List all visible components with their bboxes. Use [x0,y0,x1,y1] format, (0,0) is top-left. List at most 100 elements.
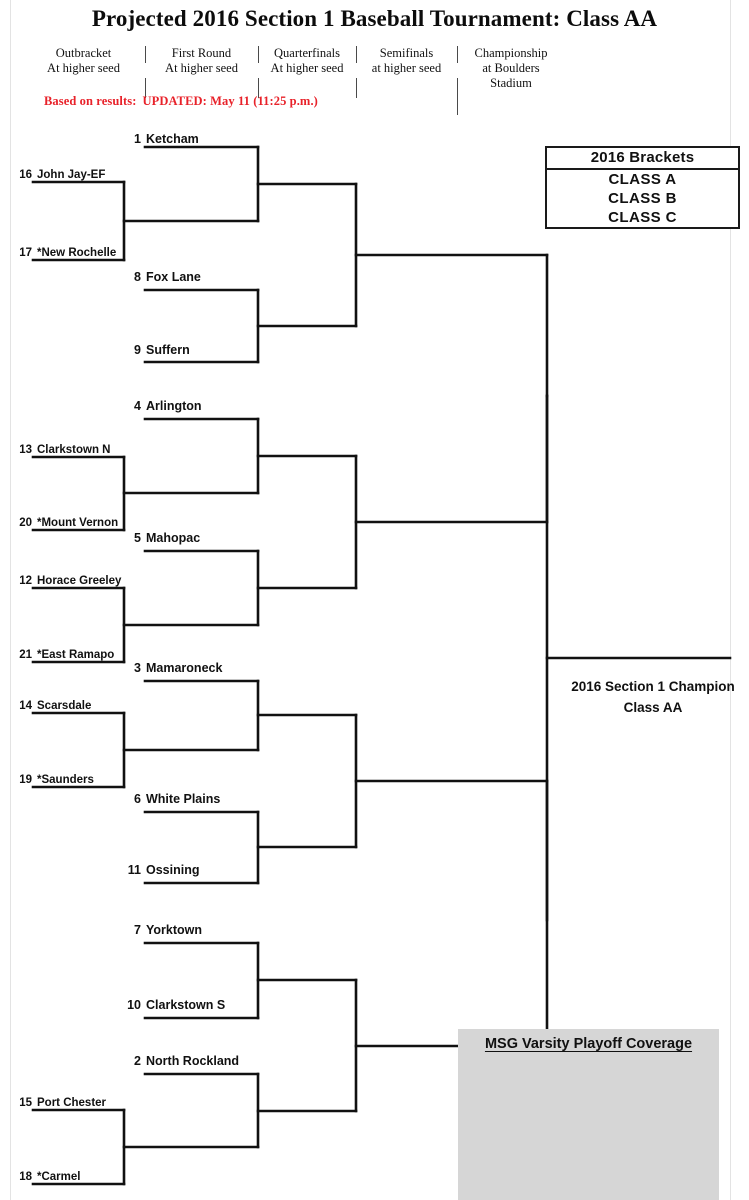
outbracket-seed-16: 16 [19,169,32,181]
outbracket-team-17: 17 *New Rochelle [16,247,116,259]
first-round-team-7: 7 Yorktown [131,923,202,937]
outbracket-team-12: 12 Horace Greeley [16,575,121,587]
round-header-first-round-line2: At higher seed [165,61,238,75]
first-round-name-6: White Plains [146,792,221,806]
brackets-box-item-class-c[interactable]: CLASS C [608,209,677,226]
round-header-semifinals-line2: at higher seed [371,61,442,75]
first-round-team-9: 9 Suffern [131,343,190,357]
round-header-quarterfinals-line2: At higher seed [270,61,344,75]
outbracket-seed-15: 15 [19,1097,32,1109]
outbracket-name-16: John Jay-EF [37,169,106,181]
first-round-seed-4: 4 [134,399,141,413]
first-round-seed-6: 6 [134,792,141,806]
outbracket-seed-18: 18 [19,1171,32,1183]
round-header-quarterfinals-name: Quarterfinals [274,46,340,60]
outbracket-team-15: 15 Port Chester [16,1097,106,1109]
update-note-label: Based on results: [44,94,137,108]
round-header-first-round-name: First Round [171,46,232,60]
first-round-name-2: North Rockland [146,1054,240,1068]
brackets-box-item-class-a[interactable]: CLASS A [608,171,677,188]
outbracket-name-21: *East Ramapo [37,649,115,661]
round-header-outbracket-name: Outbracket [55,46,112,60]
first-round-name-3: Mamaroneck [146,661,223,675]
outbracket-team-20: 20 *Mount Vernon [16,517,118,529]
outbracket-name-17: *New Rochelle [37,247,117,259]
msg-varsity-box: MSG Varsity Playoff Coverage [458,1029,719,1200]
outbracket-seed-21: 21 [19,649,32,661]
outbracket-name-19: *Saunders [37,774,94,786]
round-headers: Outbracket At higher seed First Round At… [0,46,749,115]
update-note: Based on results: UPDATED: May 11 (11:25 … [44,94,318,109]
outbracket-seed-13: 13 [19,444,32,456]
page-right-rule [730,0,731,1200]
round-header-championship-line2: at Boulders [482,61,540,75]
first-round-seed-1: 1 [134,132,141,146]
header-divider-tick-2a [258,46,259,63]
first-round-seed-9: 9 [134,343,141,357]
round-header-quarterfinals: Quarterfinals At higher seed [259,46,355,76]
first-round-seed-3: 3 [134,661,141,675]
first-round-name-11: Ossining [146,863,200,877]
championship-label: 2016 Section 1 Champion Class AA [548,676,749,718]
outbracket-name-20: *Mount Vernon [37,517,119,529]
outbracket-name-13: Clarkstown N [37,444,111,456]
championship-line-2: Class AA [623,700,683,715]
update-note-value: UPDATED: May 11 (11:25 p.m.) [142,94,318,108]
header-divider-tick-3b [356,78,357,98]
header-divider-tick-1b [145,78,146,98]
outbracket-name-15: Port Chester [37,1097,107,1109]
first-round-name-9: Suffern [146,343,190,357]
first-round-seed-2: 2 [134,1054,141,1068]
outbracket-team-13: 13 Clarkstown N [16,444,111,456]
outbracket-team-21: 21 *East Ramapo [16,649,114,661]
page-title: Projected 2016 Section 1 Baseball Tourna… [91,6,658,31]
page-left-rule [10,0,11,1200]
first-round-name-7: Yorktown [146,923,203,937]
first-round-name-1: Ketcham [146,132,199,146]
header-divider-tick-4a [457,46,458,63]
outbracket-seed-20: 20 [19,517,32,529]
outbracket-name-14: Scarsdale [37,700,92,712]
first-round-team-1: 1 Ketcham [131,132,199,146]
msg-varsity-title[interactable]: MSG Varsity Playoff Coverage [484,1036,693,1052]
outbracket-seed-12: 12 [19,575,32,587]
first-round-seed-10: 10 [127,998,141,1012]
first-round-seed-8: 8 [134,270,141,284]
first-round-team-2: 2 North Rockland [131,1054,239,1068]
outbracket-team-19: 19 *Saunders [16,774,94,786]
header-divider-tick-3a [356,46,357,63]
outbracket-seed-14: 14 [19,700,32,712]
outbracket-team-18: 18*Carmel [16,1171,80,1183]
first-round-seed-11: 11 [127,863,141,877]
first-round-seed-7: 7 [134,923,141,937]
brackets-box-title: 2016 Brackets [547,148,738,170]
outbracket-seed-17: 17 [19,247,32,259]
first-round-team-6: 6 White Plains [131,792,220,806]
outbracket-seed-19: 19 [19,774,32,786]
round-header-first-round: First Round At higher seed [146,46,257,76]
first-round-team-11: 11 Ossining [125,863,200,877]
first-round-team-8: 8 Fox Lane [131,270,201,284]
first-round-team-3: 3 Mamaroneck [131,661,222,675]
outbracket-team-14: 14 Scarsdale [16,700,91,712]
first-round-name-4: Arlington [146,399,202,413]
outbracket-team-16: 16 John Jay-EF [16,169,105,181]
round-header-semifinals: Semifinals at higher seed [357,46,456,76]
round-header-outbracket-line2: At higher seed [47,61,120,75]
header-divider-tick-1a [145,46,146,63]
round-header-championship: Championship at Boulders Stadium [458,46,564,91]
header-divider-tick-2b [258,78,259,98]
first-round-seed-5: 5 [134,531,141,545]
round-header-championship-name: Championship [474,46,548,60]
outbracket-name-12: Horace Greeley [37,575,122,587]
first-round-name-8: Fox Lane [146,270,201,284]
brackets-box: 2016 Brackets CLASS A CLASS B CLASS C [545,146,740,229]
round-header-semifinals-name: Semifinals [379,46,434,60]
round-header-championship-line3: Stadium [490,76,532,90]
header-divider-tick-4b [457,78,458,115]
brackets-box-item-class-b[interactable]: CLASS B [608,190,677,207]
first-round-team-4: 4 Arlington [131,399,202,413]
